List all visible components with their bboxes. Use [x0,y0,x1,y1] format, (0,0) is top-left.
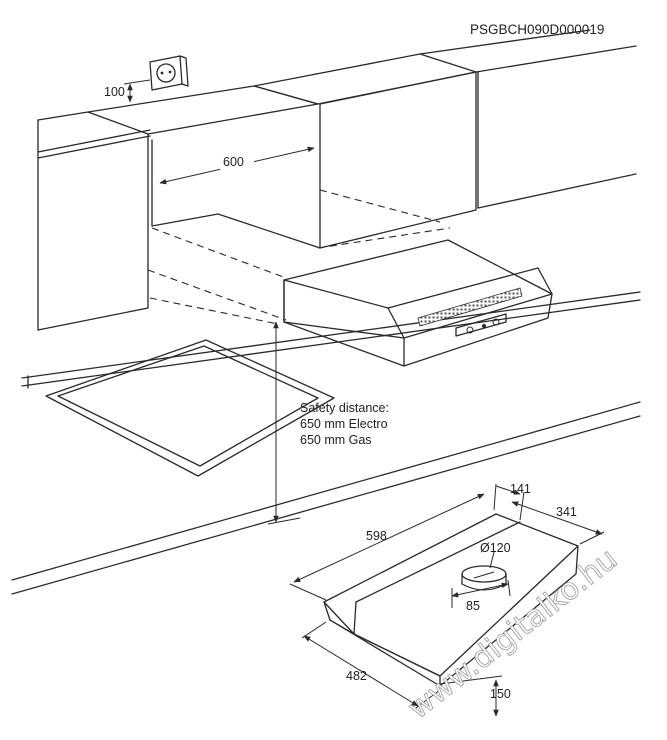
front-width-label: 482 [346,669,367,683]
safety-distance-gas: 650 mm Gas [300,433,372,447]
height-label: 150 [490,687,511,701]
safety-distance-electro: 650 mm Electro [300,417,388,431]
watermark: www.digitalko.hu [401,542,624,727]
hood-dimension-drawing: 141 341 598 Ø120 85 482 150 [289,482,605,717]
socket-height-label: 100 [104,85,125,99]
depth-top-label: 141 [510,482,531,496]
hob [45,339,335,477]
duct-offset-label: 85 [466,599,480,613]
cabinet-width-label: 600 [223,155,244,169]
product-code: PSGBCH090D000019 [470,22,604,37]
wall-socket: 100 [104,55,189,103]
width-label: 598 [366,529,387,543]
safety-distance-title: Safety distance: [300,401,389,415]
duct-diameter-label: Ø120 [480,541,511,555]
wall-cabinets: 600 [37,29,637,331]
depth-total-label: 341 [556,505,577,519]
installed-hood [147,227,553,525]
